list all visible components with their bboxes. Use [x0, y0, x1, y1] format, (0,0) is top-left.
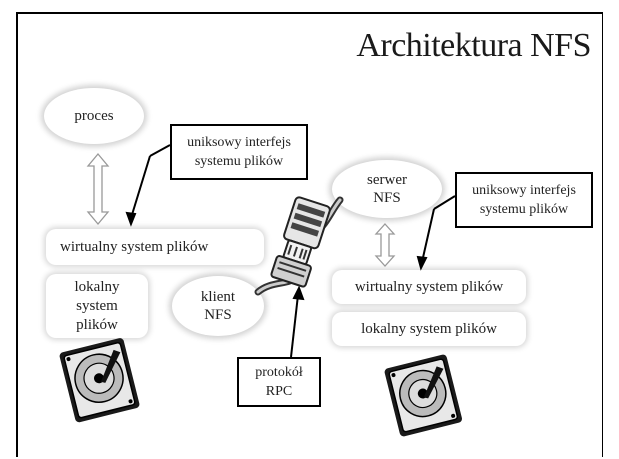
- callout-pointer-rpc: [290, 285, 305, 358]
- callout-pointer-right: [416, 195, 456, 271]
- vfs-left-label: wirtualny system plików: [60, 238, 209, 255]
- nfs-client-node: klient NFS: [172, 276, 264, 336]
- nfs-server-node: serwer NFS: [332, 160, 442, 218]
- vfs-right-panel: wirtualny system plików: [332, 270, 526, 304]
- vfs-right-label: wirtualny system plików: [354, 278, 504, 295]
- callout-pointer-left: [125, 144, 171, 227]
- rpc-protocol-callout: protokół RPC: [237, 357, 321, 407]
- hard-disk-icon: [59, 338, 140, 423]
- double-arrow-icon: [374, 223, 396, 267]
- unix-interface-callout-right: uniksowy interfejs systemu plików: [455, 172, 593, 228]
- vfs-left-panel: wirtualny system plików: [46, 229, 264, 265]
- local-fs-left-panel: lokalny system plików: [46, 274, 148, 338]
- unix-interface-callout-left: uniksowy interfejs systemu plików: [170, 124, 308, 180]
- local-fs-right-panel: lokalny system plików: [332, 312, 526, 346]
- double-arrow-icon: [86, 152, 110, 226]
- network-cable-icon: [254, 196, 344, 296]
- hard-disk-icon: [384, 354, 462, 437]
- local-fs-right-label: lokalny system plików: [361, 320, 497, 337]
- slide-title: Architektura NFS: [356, 27, 591, 64]
- process-label: proces: [74, 108, 114, 124]
- process-node: proces: [44, 88, 144, 144]
